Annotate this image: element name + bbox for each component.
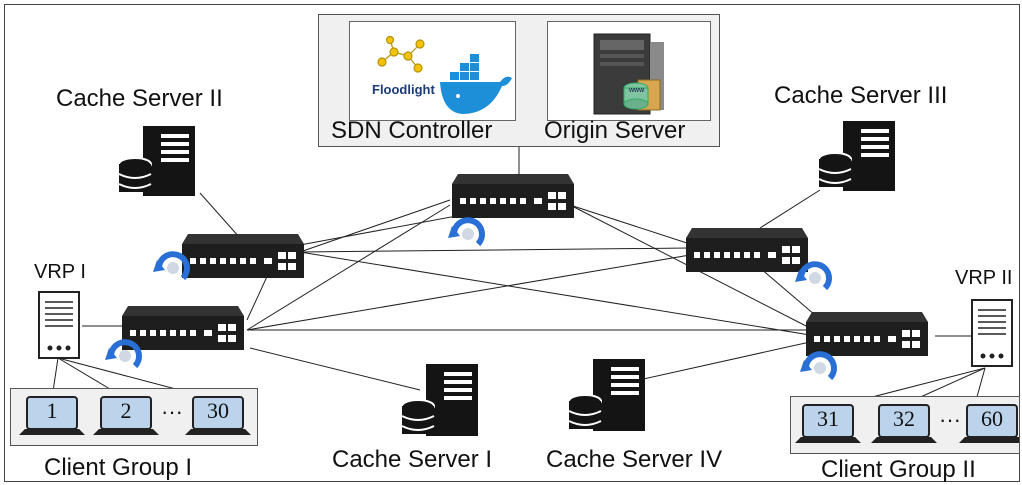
cache-server-i-label: Cache Server I bbox=[332, 446, 493, 473]
controller-panel: Floodlight bbox=[318, 14, 720, 147]
sync-icon bbox=[105, 339, 142, 369]
laptop-1: 1 bbox=[17, 395, 87, 439]
laptop-30: 30 bbox=[183, 395, 253, 439]
sdn-controller-label: SDN Controller bbox=[331, 117, 493, 144]
laptop-number: 31 bbox=[817, 406, 839, 431]
cache-server-ii-icon bbox=[118, 126, 195, 196]
sync-icon bbox=[795, 261, 832, 291]
laptop-icon bbox=[185, 396, 251, 435]
switch-right-upper bbox=[686, 228, 808, 272]
switch-left-lower bbox=[122, 306, 244, 350]
laptop-2: 2 bbox=[91, 395, 161, 439]
ellipsis: ··· bbox=[939, 407, 961, 432]
svg-text:www: www bbox=[628, 87, 645, 94]
origin-server-label: Origin Server bbox=[544, 117, 686, 144]
vrp-i-icon bbox=[38, 291, 80, 359]
client-group-i-panel: 1 2 ··· 30 bbox=[10, 388, 258, 446]
switch-center bbox=[452, 174, 574, 218]
vrp-ii-icon bbox=[971, 299, 1013, 367]
cache-server-iv-icon bbox=[568, 359, 645, 431]
client-group-ii-panel: 31 32 ··· 60 bbox=[790, 396, 1020, 454]
laptop-60: 60 bbox=[957, 403, 1019, 447]
laptop-number: 1 bbox=[46, 398, 58, 423]
origin-server-panel: www bbox=[547, 21, 711, 121]
laptop-icon bbox=[795, 404, 861, 443]
laptop-icon bbox=[871, 404, 937, 443]
laptop-31: 31 bbox=[793, 403, 863, 447]
origin-server-icon: www bbox=[593, 33, 664, 115]
vrp-i-label: VRP I bbox=[34, 261, 86, 283]
laptop-number: 60 bbox=[981, 406, 1003, 431]
floodlight-docker-panel: Floodlight bbox=[349, 21, 516, 121]
switch-left-upper bbox=[182, 234, 304, 278]
vrp-ii-label: VRP II bbox=[955, 267, 1013, 289]
ellipsis: ··· bbox=[161, 399, 183, 424]
laptop-icon bbox=[959, 404, 1019, 443]
diagram-frame bbox=[4, 4, 1020, 482]
cache-server-iv-label: Cache Server IV bbox=[546, 446, 723, 473]
laptop-32: 32 bbox=[869, 403, 939, 447]
floodlight-docker-logo-icon: Floodlight bbox=[372, 35, 512, 114]
cache-server-i-icon bbox=[401, 364, 478, 436]
laptop-number: 30 bbox=[207, 398, 229, 423]
laptop-number: 32 bbox=[893, 406, 915, 431]
client-group-i-label: Client Group I bbox=[44, 454, 193, 481]
sync-icon bbox=[448, 217, 485, 247]
switch-right-lower bbox=[806, 312, 928, 356]
cache-server-iii-icon bbox=[818, 121, 895, 191]
laptop-number: 2 bbox=[120, 398, 132, 423]
sync-icon bbox=[153, 251, 190, 281]
sync-icon bbox=[800, 351, 837, 381]
laptop-icon bbox=[93, 396, 159, 435]
floodlight-logo-text: Floodlight bbox=[372, 82, 435, 97]
cache-server-iii-label: Cache Server III bbox=[774, 82, 948, 109]
laptop-icon bbox=[19, 396, 85, 435]
cache-server-ii-label: Cache Server II bbox=[56, 85, 223, 112]
client-group-ii-label: Client Group II bbox=[821, 456, 976, 483]
